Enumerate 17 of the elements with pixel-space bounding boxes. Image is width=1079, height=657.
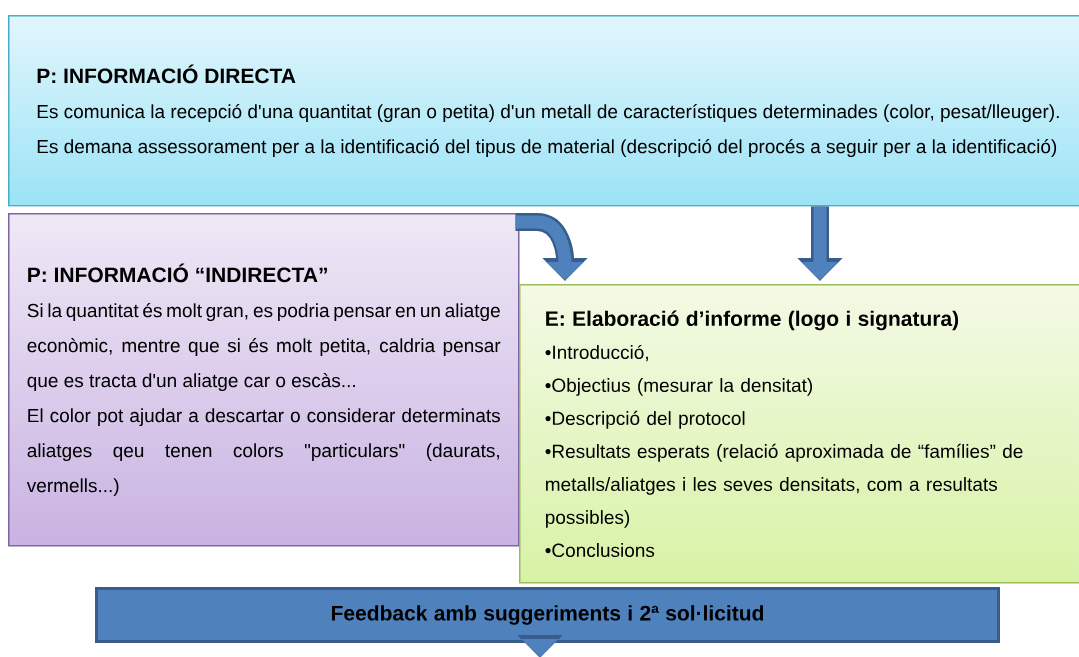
bullet-item: •Introducció, [545,344,648,362]
paragraph: Si la quantitat és molt gran, es podria pensar en un aliatge econòmic, mentre que si és molt petita, caldria pensar que es tracta d'un aliatge car o escàs... [27,303,501,392]
box-heading: P: INFORMACIÓ “INDIRECTA” [28,263,327,283]
bullet-item: •Objectius (mesurar la densitat) [545,378,813,396]
bullet-item: •Conclusions [545,543,655,558]
report-box [519,284,1079,584]
info-box [8,213,520,547]
bullet-item: •Descripció del protocol [545,410,745,429]
box-heading: E: Elaboració d’informe (logo i signatura) [546,310,959,331]
feedback-bar [95,587,1000,643]
paragraph: Es comunica la recepció d'una quantitat (gran o petita) d'un metall de característiques determinades (color, pesat/lleuger). [37,104,1059,123]
bullet-item: •Resultats esperats (relació aproximada de “famílies” de metalls/aliatges i les seves densitats, com a resultats possibles) [545,443,1023,528]
box-heading: P: INFORMACIÓ DIRECTA [37,64,296,84]
paragraph: El color pot ajudar a descartar o considerar determinats aliatges qeu tenen colors "particulars" (daurats, vermells...) [26,408,500,497]
bar-label: Feedback amb suggeriments i 2ª sol·licitud [332,605,764,625]
info-box [8,15,1079,207]
paragraph: Es demana assessorament per a la identificació del tipus de material (descripció del procés a seguir per a la identificació) [37,139,1057,158]
